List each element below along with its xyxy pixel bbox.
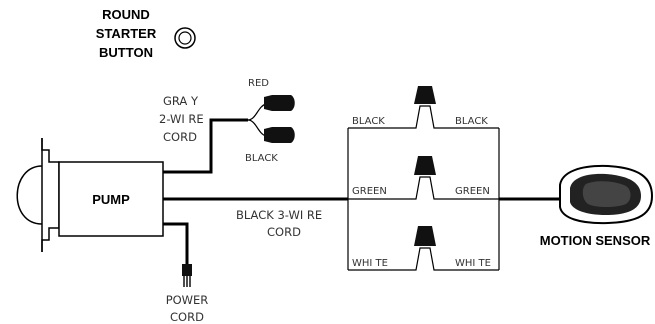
white-wire-right-label: WHI TE bbox=[455, 258, 491, 269]
wire-nut-icon bbox=[264, 95, 295, 143]
motion-sensor-label: MOTION SENSOR bbox=[540, 233, 651, 248]
motion-sensor-icon bbox=[559, 164, 654, 225]
black-wire-left-label: BLACK bbox=[352, 116, 385, 127]
starter-label-line2: STARTER bbox=[96, 26, 157, 41]
power-cord bbox=[163, 222, 189, 266]
power-plug-icon bbox=[182, 264, 192, 287]
main-cord-line1: BLACK 3-WI RE bbox=[236, 208, 322, 222]
black-wire-right-label: BLACK bbox=[455, 116, 488, 127]
black-lead-label: BLACK bbox=[245, 153, 278, 164]
gray-cord-line3: CORD bbox=[163, 130, 197, 144]
green-wire-right-label: GREEN bbox=[455, 186, 490, 197]
red-lead-label: RED bbox=[248, 78, 269, 89]
power-cord-line1: POWER bbox=[166, 293, 209, 307]
power-cord-line2: CORD bbox=[170, 310, 204, 324]
main-cord: BLACK 3-WI RE CORD bbox=[163, 197, 348, 239]
starter-label-line3: BUTTON bbox=[99, 45, 153, 60]
white-wire-left-label: WHI TE bbox=[352, 258, 388, 269]
gray-cord: GRA Y 2-WI RE CORD bbox=[159, 94, 267, 174]
pump-label: PUMP bbox=[92, 192, 130, 207]
starter-label-line1: ROUND bbox=[102, 7, 150, 22]
junction-wiring: BLACK BLACK GREEN GREEN WHI TE WHI TE bbox=[347, 86, 560, 271]
green-wire-left-label: GREEN bbox=[352, 186, 387, 197]
pump-assembly: PUMP bbox=[16, 138, 164, 252]
round-button-icon bbox=[174, 27, 196, 49]
main-cord-line2: CORD bbox=[267, 225, 301, 239]
gray-cord-line1: GRA Y bbox=[163, 94, 199, 108]
gray-cord-line2: 2-WI RE bbox=[159, 112, 204, 126]
starter-button-label: ROUND STARTER BUTTON bbox=[96, 7, 157, 60]
